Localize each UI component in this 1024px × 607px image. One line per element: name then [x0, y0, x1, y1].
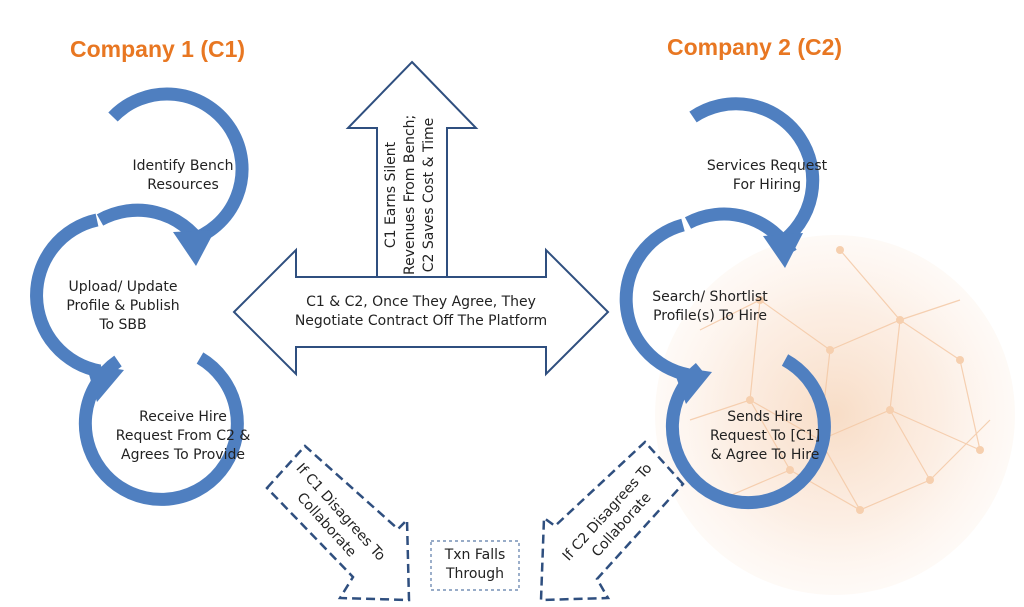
c2-arrowhead-1 — [763, 233, 803, 268]
c1-step-receive: Receive Hire Request From C2 & Agrees To… — [108, 408, 258, 465]
txn-falls-text: Txn Falls Through — [431, 546, 519, 584]
c1-step-receive-line-3: Agrees To Provide — [121, 447, 245, 463]
up-arrow-text: C1 Earns Silent Revenues From Bench; C2 … — [382, 115, 442, 275]
double-block-arrow — [232, 247, 610, 377]
company2-title: Company 2 (C2) — [667, 34, 843, 60]
c1-step-receive-line-2: Request From C2 & — [115, 428, 251, 444]
c2-arrowhead-2 — [672, 366, 712, 404]
c1-step-upload-line-1: Upload/ Update — [68, 279, 178, 295]
c1-step-upload-line-3: To SBB — [99, 317, 147, 333]
c2-step-sends-line-3: & Agree To Hire — [710, 447, 820, 463]
txn-falls-box — [430, 540, 520, 591]
c2-step-sends-line-2: Request To [C1] — [709, 428, 821, 444]
c2-ring-sends — [665, 354, 831, 510]
c2-ring-services — [689, 97, 820, 250]
c2-step-search-line-1: Search/ Shortlist — [652, 289, 768, 305]
c1-arrowhead-1 — [173, 230, 215, 266]
txn-falls-text-line-1: Txn Falls — [444, 547, 506, 563]
txn-falls-text-line-2: Through — [445, 566, 505, 582]
up-arrow-text-line-3: C2 Saves Cost & Time — [421, 117, 437, 273]
c2-step-search: Search/ Shortlist Profile(s) To Hire — [637, 288, 783, 326]
double-arrow-text-line-1: C1 & C2, Once They Agree, They — [306, 294, 536, 310]
c1-step-identify: Identify Bench Resources — [118, 157, 248, 195]
company1-title: Company 1 (C1) — [70, 36, 246, 62]
c1-arrowhead-2 — [86, 364, 124, 402]
c2-disagree-dashed-arrow — [539, 440, 685, 602]
c2-step-sends-line-1: Sends Hire — [727, 409, 803, 425]
c2-step-sends: Sends Hire Request To [C1] & Agree To Hi… — [695, 408, 835, 465]
c1-step-upload-line-2: Profile & Publish — [66, 298, 180, 314]
c2-step-services: Services Request For Hiring — [697, 157, 837, 195]
c2-ring-search — [619, 218, 691, 382]
c1-ring-arrowheads — [86, 230, 215, 402]
up-arrow-text-line-2: Revenues From Bench; — [402, 114, 418, 275]
c2-ring-arrowheads — [672, 233, 803, 404]
up-arrow-text-line-1: C1 Earns Silent — [383, 141, 399, 249]
c2-step-services-line-2: For Hiring — [732, 177, 802, 193]
c1-ring-receive — [78, 352, 244, 506]
c1-step-identify-line-2: Resources — [147, 177, 219, 193]
c1-step-upload: Upload/ Update Profile & Publish To SBB — [53, 278, 193, 335]
double-arrow-text: C1 & C2, Once They Agree, They Negotiate… — [276, 293, 566, 331]
c1-disagree-dashed-arrow — [265, 444, 411, 602]
double-arrow-text-line-2: Negotiate Contract Off The Platform — [294, 313, 548, 329]
c1-ring-identify — [108, 87, 249, 248]
c1-step-identify-line-1: Identify Bench — [132, 158, 234, 174]
c1-ring-upload — [30, 213, 102, 378]
c2-step-search-line-2: Profile(s) To Hire — [653, 308, 767, 324]
c1-step-receive-line-1: Receive Hire — [139, 409, 227, 425]
c2-step-services-line-1: Services Request — [706, 158, 828, 174]
